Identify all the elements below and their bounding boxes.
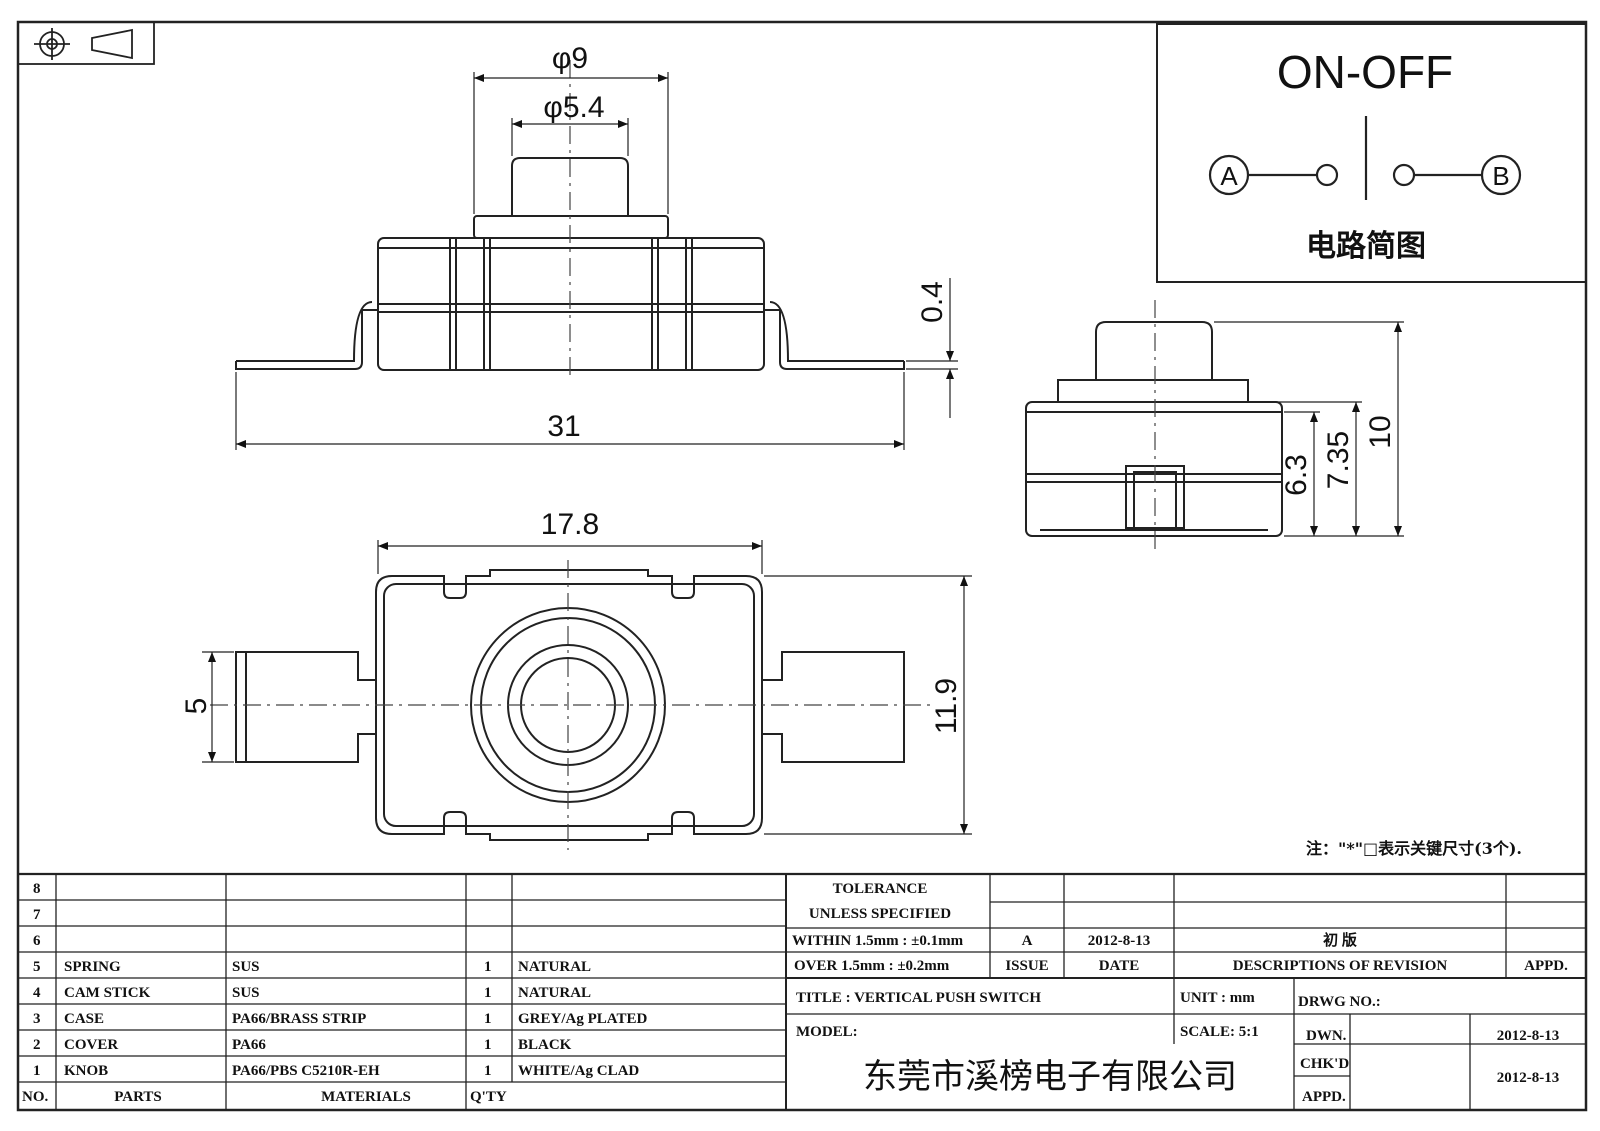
top-centerlines [210, 560, 930, 850]
dim-h3: 10 [1364, 415, 1397, 448]
schematic-caption: 电路简图 [1306, 229, 1426, 264]
drawing-title: TITLE : VERTICAL PUSH SWITCH [796, 990, 1041, 1006]
row-qty: 1 [484, 1037, 492, 1053]
revision-date: 2012-8-13 [1088, 933, 1151, 949]
appd-label: APPD. [1524, 958, 1568, 974]
dim-total-length: 31 [547, 410, 580, 443]
dim-inner-dia: φ5.4 [543, 91, 604, 124]
header-materials: MATERIALS [321, 1089, 411, 1105]
side-view [1025, 321, 1283, 537]
row-material: SUS [232, 959, 260, 975]
revision-issue: A [1022, 933, 1033, 949]
row-part: CAM STICK [64, 985, 151, 1001]
row-finish: BLACK [518, 1037, 572, 1053]
row-no: 2 [33, 1037, 41, 1053]
row-part: KNOB [64, 1063, 108, 1079]
front-view [235, 157, 905, 371]
dim-h1: 6.3 [1280, 454, 1313, 496]
parts-table: 8 7 6 5 SPRING SUS 1 NATURAL 4 CAM STICK… [22, 881, 647, 1105]
dim-body-width: 11.9 [930, 678, 963, 734]
row-no: 4 [33, 985, 41, 1001]
side-dimensions [1214, 321, 1404, 537]
header-qty: Q'TY [470, 1089, 507, 1105]
dim-body-length: 17.8 [541, 508, 599, 541]
sheet-border [16, 20, 1588, 1112]
terminal-a-label: A [1220, 161, 1238, 191]
dwn-label: DWN. [1306, 1028, 1347, 1044]
header-no: NO. [22, 1089, 49, 1105]
row-finish: WHITE/Ag CLAD [518, 1063, 639, 1079]
row-finish: NATURAL [518, 985, 591, 1001]
row-qty: 1 [484, 985, 492, 1001]
row-no: 8 [33, 881, 41, 897]
dim-knob-dia: φ9 [552, 42, 588, 75]
descriptions-label: DESCRIPTIONS OF REVISION [1233, 958, 1448, 974]
terminal-b-label: B [1492, 161, 1509, 191]
row-no: 5 [33, 959, 41, 975]
chkd-date: 2012-8-13 [1497, 1070, 1560, 1086]
row-part: CASE [64, 1011, 104, 1027]
chkd-label: CHK'D [1300, 1056, 1349, 1072]
row-no: 6 [33, 933, 41, 949]
scale-label: SCALE: 5:1 [1180, 1024, 1259, 1040]
appd-bottom-label: APPD. [1302, 1089, 1346, 1105]
company-name: 东莞市溪榜电子有限公司 [863, 1057, 1237, 1097]
schematic-title: ON-OFF [1277, 46, 1453, 98]
row-no: 3 [33, 1011, 41, 1027]
row-qty: 1 [484, 1063, 492, 1079]
issue-label: ISSUE [1005, 958, 1048, 974]
projection-symbol-icon [17, 21, 155, 65]
key-dimension-note: 注："*"□表示关键尺寸(3个). [1306, 839, 1522, 858]
drwg-no-label: DRWG NO.: [1298, 994, 1381, 1010]
row-no: 7 [33, 907, 41, 923]
title-block: TITLE : VERTICAL PUSH SWITCH MODEL: UNIT… [796, 990, 1559, 1105]
row-material: PA66/BRASS STRIP [232, 1011, 366, 1027]
row-part: SPRING [64, 959, 121, 975]
tolerance-line4: OVER 1.5mm : ±0.2mm [794, 958, 950, 974]
dim-h2: 7.35 [1322, 431, 1355, 489]
tolerance-line3: WITHIN 1.5mm : ±0.1mm [792, 933, 964, 949]
dwn-date: 2012-8-13 [1497, 1028, 1560, 1044]
row-finish: NATURAL [518, 959, 591, 975]
dim-terminal-width: 5 [180, 698, 213, 715]
top-dimensions [202, 540, 972, 835]
front-dimensions [235, 72, 958, 450]
tolerance-line1: TOLERANCE [833, 881, 928, 897]
row-part: COVER [64, 1037, 118, 1053]
row-qty: 1 [484, 959, 492, 975]
date-label: DATE [1099, 958, 1140, 974]
revision-description: 初 版 [1323, 931, 1357, 949]
unit-label: UNIT : mm [1180, 990, 1255, 1006]
row-material: PA66/PBS C5210R-EH [232, 1063, 380, 1079]
header-parts: PARTS [114, 1089, 162, 1105]
top-view [235, 569, 905, 841]
schematic-box: ON-OFF A B 电路简图 [1156, 23, 1587, 283]
revision-block: A 2012-8-13 初 版 ISSUE DATE DESCRIPTIONS … [1005, 931, 1568, 974]
table-grid [18, 872, 1586, 1110]
row-material: SUS [232, 985, 260, 1001]
model-label: MODEL: [796, 1024, 858, 1040]
row-no: 1 [33, 1063, 41, 1079]
row-material: PA66 [232, 1037, 266, 1053]
tolerance-block: TOLERANCE UNLESS SPECIFIED WITHIN 1.5mm … [792, 881, 964, 974]
tolerance-line2: UNLESS SPECIFIED [809, 906, 951, 922]
row-finish: GREY/Ag PLATED [518, 1011, 647, 1027]
row-qty: 1 [484, 1011, 492, 1027]
dim-strip-thickness: 0.4 [916, 281, 949, 323]
